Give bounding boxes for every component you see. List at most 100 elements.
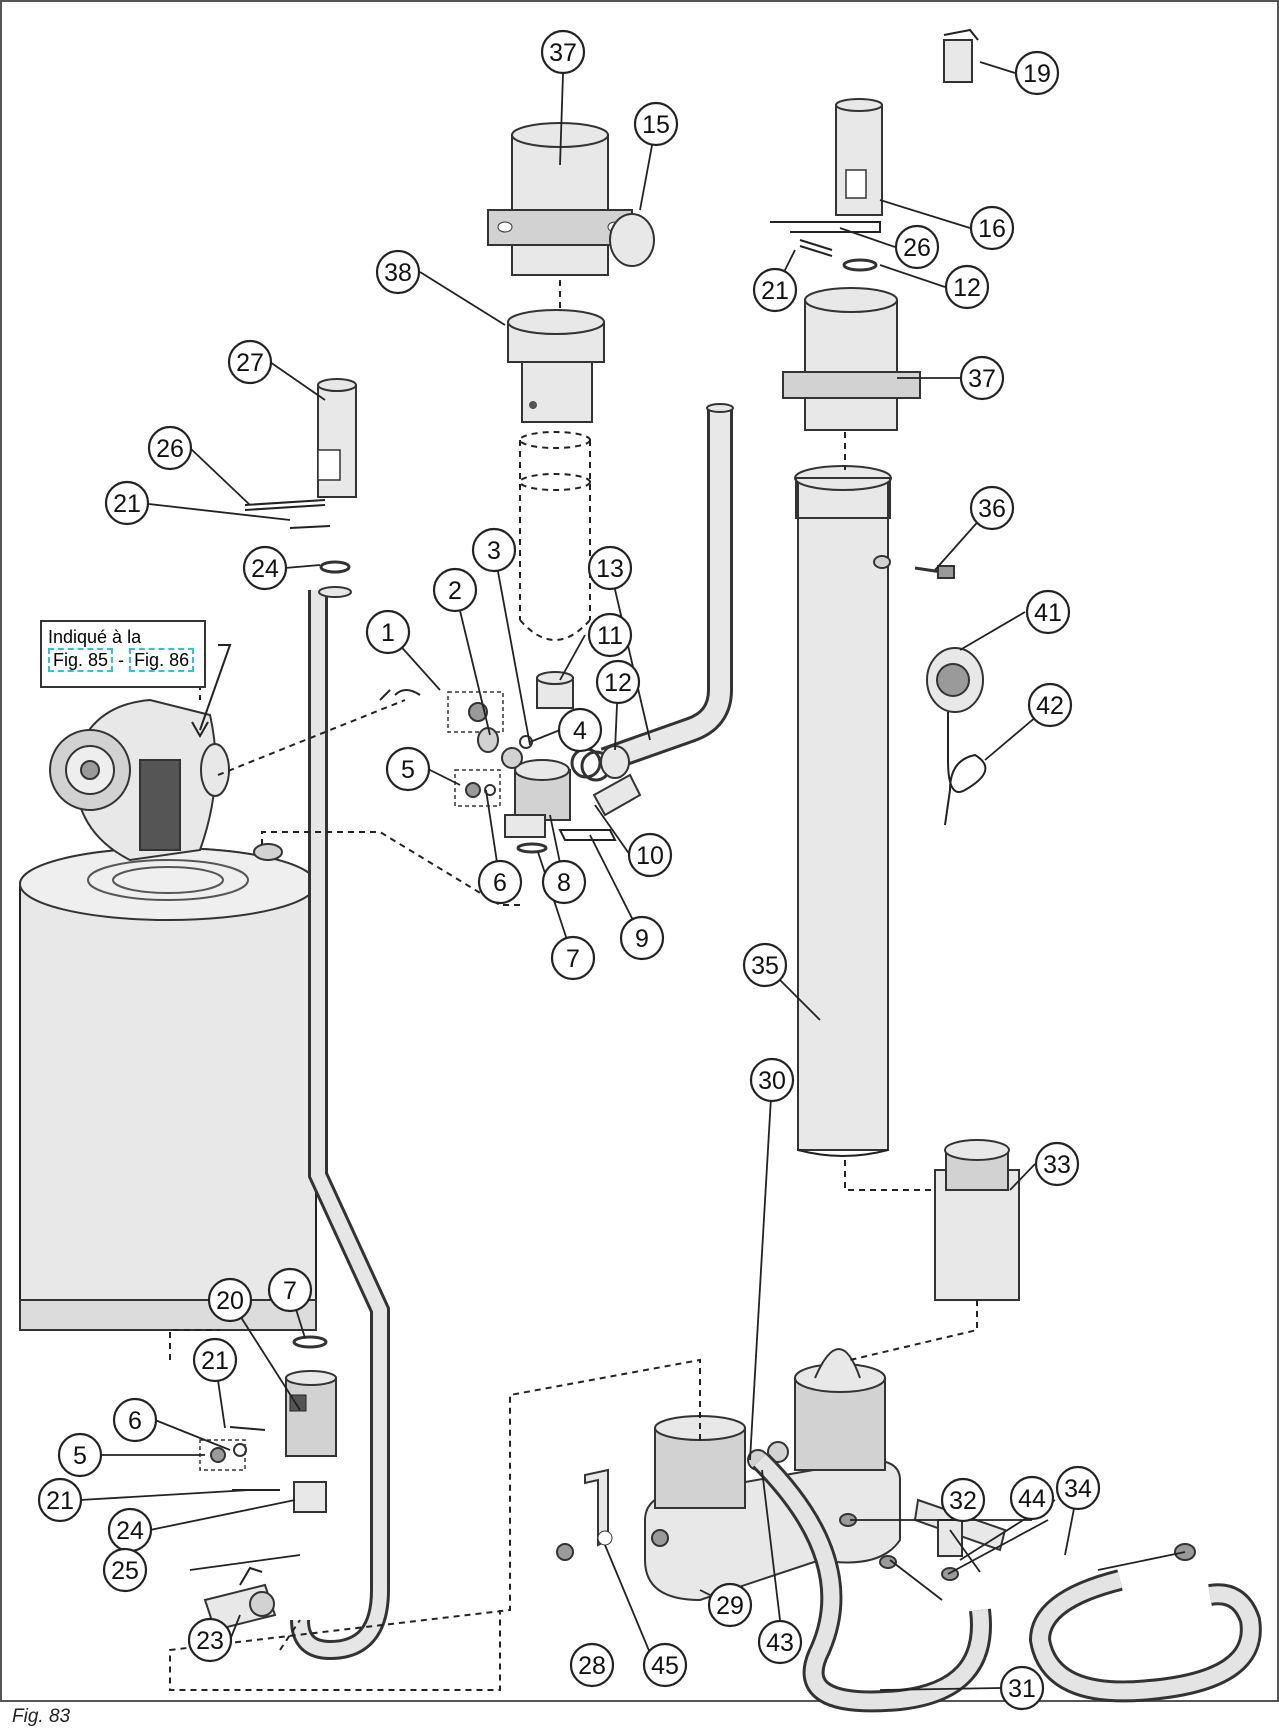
callout-bubble bbox=[104, 480, 150, 526]
part-28-nut bbox=[556, 1543, 574, 1561]
callout-number: 7 bbox=[283, 1277, 297, 1305]
figure-caption: Fig. 83 bbox=[12, 1706, 71, 1727]
callout-number: 36 bbox=[978, 495, 1006, 523]
part-41-gauge bbox=[926, 647, 987, 826]
note-separator: - bbox=[118, 650, 125, 670]
callout-number: 38 bbox=[384, 259, 412, 287]
callout-bubble bbox=[147, 425, 193, 471]
callout-bubble bbox=[627, 832, 673, 878]
callout-bubble bbox=[742, 942, 788, 988]
callout-bubble bbox=[894, 224, 940, 270]
callout-bubble bbox=[207, 1277, 253, 1323]
callout-number: 45 bbox=[651, 1652, 679, 1680]
callout-number: 37 bbox=[549, 39, 577, 67]
part-33-connector bbox=[934, 1139, 1020, 1301]
callout-bubble bbox=[1034, 1141, 1080, 1187]
callout-bubble bbox=[1014, 50, 1060, 96]
callout-number: 2 bbox=[448, 577, 462, 605]
callout-number: 20 bbox=[216, 1287, 244, 1315]
callout-number: 25 bbox=[111, 1557, 139, 1585]
reference-note: Indiqué à la Fig. 85 - Fig. 86 bbox=[40, 620, 206, 688]
part-35-tall-pipe bbox=[794, 465, 892, 1157]
callout-bubble bbox=[757, 1619, 803, 1665]
callout-bubble bbox=[642, 1642, 688, 1688]
callout-bubble bbox=[969, 485, 1015, 531]
callout-number: 43 bbox=[766, 1629, 794, 1657]
callout-number: 3 bbox=[487, 537, 501, 565]
part-38-adapter bbox=[507, 309, 605, 641]
part-36-probe bbox=[914, 565, 956, 579]
callout-number: 1 bbox=[381, 619, 395, 647]
note-arrow-head bbox=[191, 721, 209, 739]
callout-number: 33 bbox=[1043, 1151, 1071, 1179]
valve-assembly bbox=[379, 671, 642, 854]
callout-bubble bbox=[540, 29, 586, 75]
note-ref-fig85[interactable]: Fig. 85 bbox=[48, 648, 114, 672]
callout-bubble bbox=[102, 1547, 148, 1593]
callout-number: 32 bbox=[949, 1487, 977, 1515]
callout-number: 13 bbox=[596, 555, 624, 583]
callout-number: 5 bbox=[73, 1442, 87, 1470]
part-16-tube bbox=[770, 98, 883, 272]
callout-bubble bbox=[707, 1582, 753, 1628]
callout-bubble bbox=[375, 249, 421, 295]
callout-bubble bbox=[227, 339, 273, 385]
callout-bubble bbox=[242, 545, 288, 591]
callout-number: 19 bbox=[1023, 60, 1051, 88]
callout-bubble bbox=[187, 1617, 233, 1663]
callout-bubble bbox=[752, 267, 798, 313]
callout-bubble bbox=[192, 1337, 238, 1383]
callout-bubble bbox=[477, 859, 523, 905]
leader-blower-valve bbox=[217, 699, 406, 776]
part-13-elbow-pipe bbox=[600, 403, 734, 773]
callout-bubble bbox=[1027, 682, 1073, 728]
callout-number: 23 bbox=[196, 1627, 224, 1655]
callout-number: 26 bbox=[903, 234, 931, 262]
callout-bubble bbox=[57, 1432, 103, 1478]
callout-bubble bbox=[550, 935, 596, 981]
blower-unit bbox=[49, 698, 230, 862]
callout-bubble bbox=[569, 1642, 615, 1688]
callout-number: 6 bbox=[493, 869, 507, 897]
callout-number: 27 bbox=[236, 349, 264, 377]
callout-number: 12 bbox=[953, 274, 981, 302]
hoses bbox=[752, 1452, 1262, 1713]
callout-number: 9 bbox=[635, 925, 649, 953]
note-ref-fig86[interactable]: Fig. 86 bbox=[129, 648, 195, 672]
callout-bubble bbox=[37, 1477, 83, 1523]
callout-number: 5 bbox=[401, 756, 415, 784]
callout-number: 12 bbox=[604, 669, 632, 697]
callout-bubble bbox=[432, 567, 478, 613]
part-37-right-sleeve bbox=[782, 287, 921, 470]
callout-number: 35 bbox=[751, 952, 779, 980]
note-line1: Indiqué à la bbox=[48, 627, 142, 647]
callout-number: 42 bbox=[1036, 692, 1064, 720]
callout-bubble bbox=[365, 609, 411, 655]
part-29-collector bbox=[644, 1348, 901, 1602]
callout-bubble bbox=[944, 264, 990, 310]
callout-number: 21 bbox=[46, 1487, 74, 1515]
part-37-top-sleeve bbox=[487, 122, 655, 320]
callout-number: 8 bbox=[557, 869, 571, 897]
callout-number: 21 bbox=[761, 277, 789, 305]
callout-bubble bbox=[267, 1267, 313, 1313]
part-32-tee bbox=[913, 1498, 1007, 1557]
callout-number: 34 bbox=[1064, 1475, 1092, 1503]
callout-bubble bbox=[471, 527, 517, 573]
callout-number: 21 bbox=[201, 1347, 229, 1375]
callout-number: 30 bbox=[758, 1067, 786, 1095]
callout-number: 21 bbox=[113, 490, 141, 518]
callout-number: 7 bbox=[566, 945, 580, 973]
note-arrow bbox=[199, 644, 232, 731]
callout-number: 4 bbox=[573, 717, 587, 745]
callout-number: 28 bbox=[578, 1652, 606, 1680]
part-45-bracket bbox=[584, 1468, 613, 1547]
callout-number: 11 bbox=[597, 622, 623, 650]
callout-bubble bbox=[587, 612, 633, 658]
callout-number: 16 bbox=[978, 215, 1006, 243]
callout-bubble bbox=[940, 1477, 986, 1523]
